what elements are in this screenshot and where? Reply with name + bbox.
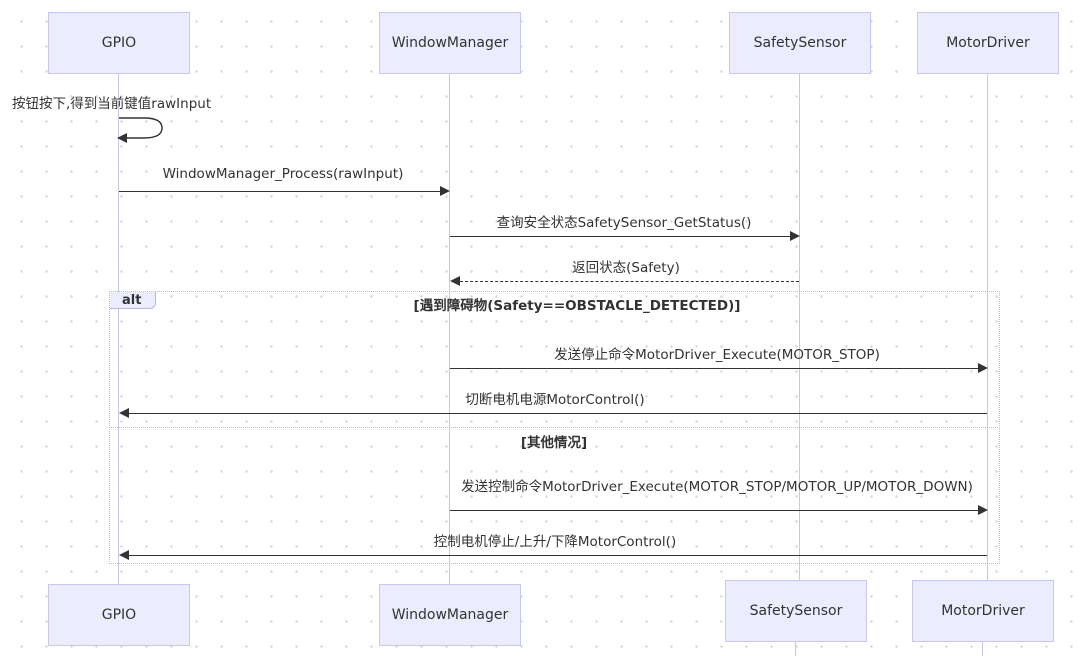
arrow-head <box>450 276 460 286</box>
alt-keyword: alt <box>110 292 156 309</box>
arrow-head <box>978 505 988 515</box>
message-label: 查询安全状态SafetySensor_GetStatus() <box>496 215 752 231</box>
arrow-head <box>790 231 800 241</box>
message-arrow-line <box>129 555 987 556</box>
message-label: 发送停止命令MotorDriver_Execute(MOTOR_STOP) <box>554 347 880 363</box>
message-arrow-line <box>450 510 978 511</box>
message-label: WindowManager_Process(rawInput) <box>162 166 404 182</box>
actor-bottom-gpio: GPIO <box>48 584 190 646</box>
arrow-head <box>119 408 129 418</box>
actor-bottom-motordriver: MotorDriver <box>912 580 1054 642</box>
actor-top-gpio: GPIO <box>48 12 190 74</box>
alt-else-divider <box>109 427 1000 428</box>
arrow-head <box>119 550 129 560</box>
actor-top-motordriver: MotorDriver <box>917 12 1059 74</box>
lifeline-gpio <box>118 74 119 584</box>
message-arrow-line <box>129 413 987 414</box>
message-arrow-line <box>119 191 440 192</box>
arrow-head <box>440 186 450 196</box>
lifeline-motordriver-tail <box>982 641 983 656</box>
actor-top-windowmanager: WindowManager <box>379 12 521 74</box>
message-label: 控制电机停止/上升/下降MotorControl() <box>433 534 677 550</box>
lifeline-safetysensor <box>799 74 800 580</box>
actor-bottom-windowmanager: WindowManager <box>379 584 521 646</box>
message-label: 切断电机电源MotorControl() <box>465 392 645 408</box>
lifeline-motordriver <box>987 74 988 580</box>
arrow-head <box>978 363 988 373</box>
message-arrow-line <box>450 236 790 237</box>
lifeline-safetysensor-tail <box>795 641 796 656</box>
alt-else-condition: [其他情况] <box>520 435 588 451</box>
self-loop-arrow <box>117 117 163 143</box>
message-arrow-line <box>450 368 978 369</box>
actor-bottom-safetysensor: SafetySensor <box>725 580 867 642</box>
lifeline-windowmanager <box>449 74 450 584</box>
message-label: 按钮按下,得到当前键值rawInput <box>12 96 212 112</box>
message-label: 返回状态(Safety) <box>572 260 680 276</box>
message-label: 发送控制命令MotorDriver_Execute(MOTOR_STOP/MOT… <box>461 479 973 495</box>
message-arrow-line <box>460 281 799 282</box>
alt-condition: [遇到障碍物(Safety==OBSTACLE_DETECTED)] <box>413 298 741 314</box>
actor-top-safetysensor: SafetySensor <box>729 12 871 74</box>
